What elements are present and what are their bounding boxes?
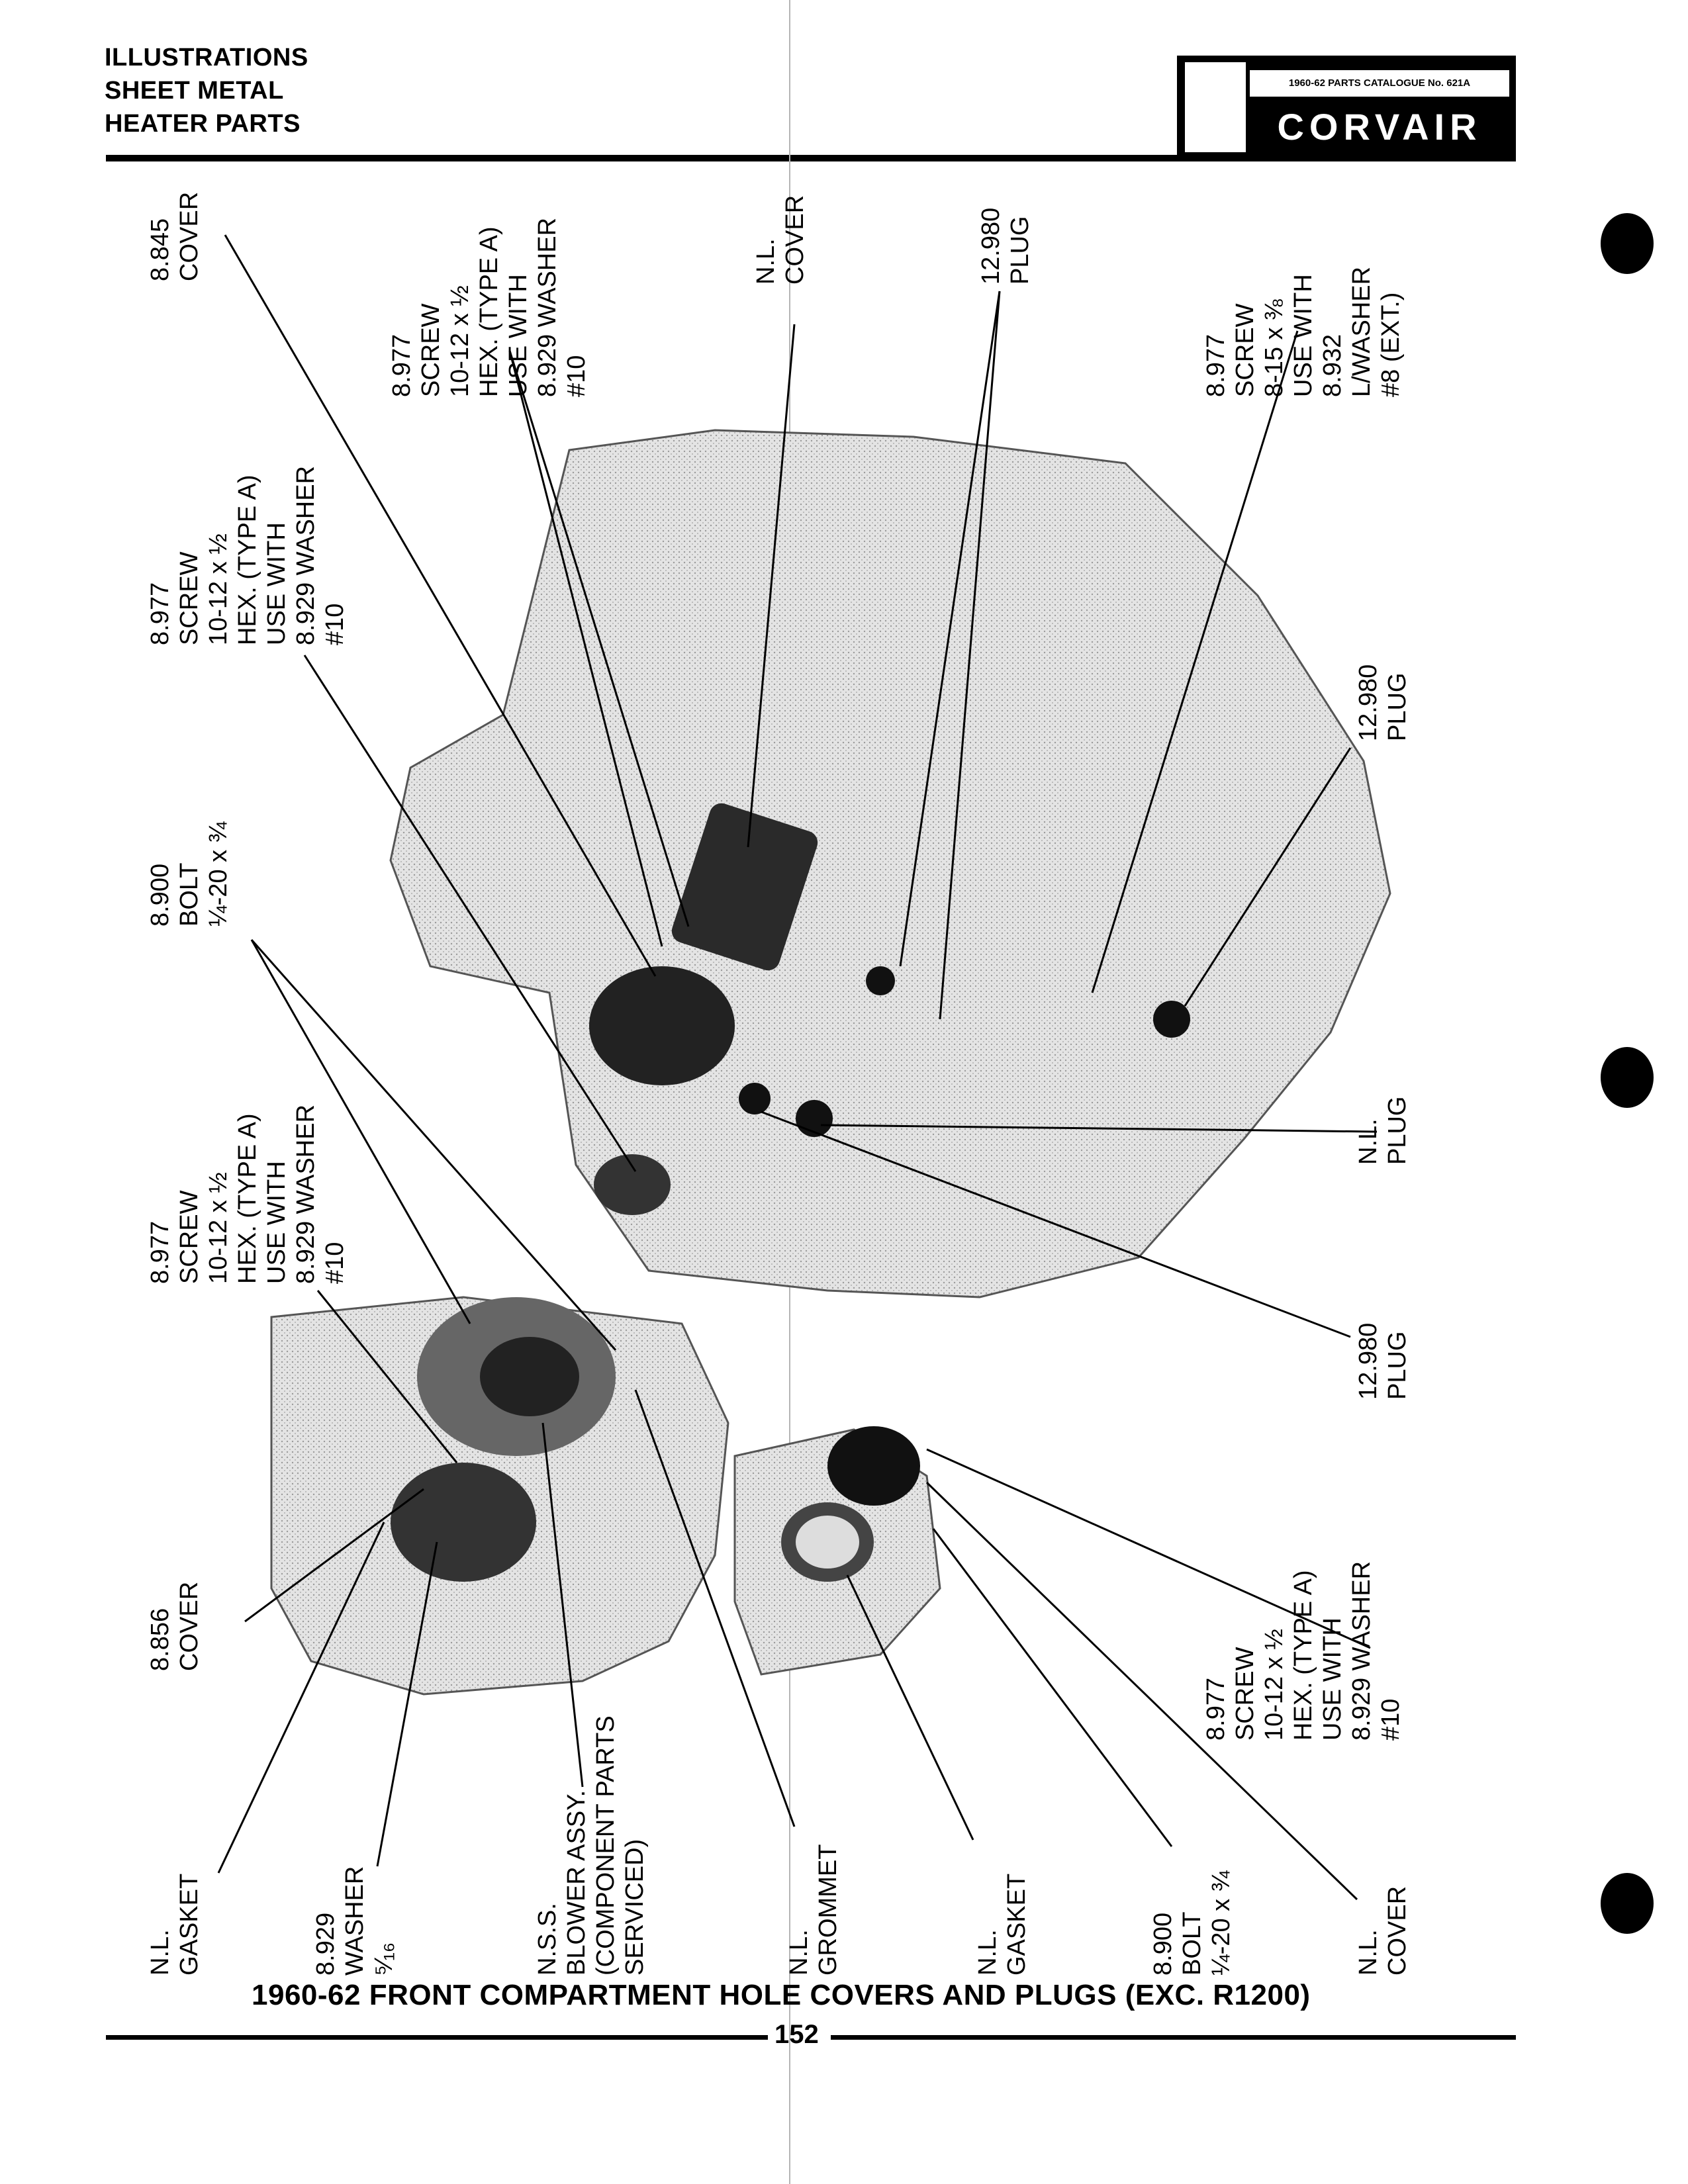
callout-bolt-middle: 8.900 BOLT ¼-20 x ¾ <box>146 821 232 927</box>
plug-part-1 <box>866 966 895 995</box>
punch-hole-bottom <box>1601 1873 1654 1934</box>
corvair-logo: 1960-62 PARTS CATALOGUE No. 621A CORVAIR <box>1177 56 1516 158</box>
callout-screw-middle: 8.977 SCREW 10-12 x ½ HEX. (TYPE A) USE … <box>146 465 349 645</box>
header-rule <box>106 155 1516 161</box>
callout-plug-12980-lower: 12.980 PLUG <box>1354 1322 1411 1400</box>
callout-screw-top-left: 8.977 SCREW 10-12 x ½ HEX. (TYPE A) USE … <box>388 217 590 397</box>
callout-gasket-2: N.L. GASKET <box>974 1873 1031 1976</box>
section-header: ILLUSTRATIONS SHEET METAL HEATER PARTS <box>105 41 308 140</box>
callout-gasket-1: N.L. GASKET <box>146 1873 203 1976</box>
punch-hole-top <box>1601 213 1654 274</box>
blower-motor-part <box>391 1463 536 1582</box>
callout-screw-lower-right: 8.977 SCREW 10-12 x ½ HEX. (TYPE A) USE … <box>1202 1561 1405 1741</box>
callout-grommet: N.L. GROMMET <box>785 1844 842 1976</box>
callout-plug-12980-upper: 12.980 PLUG <box>1354 664 1411 741</box>
callout-cover-nl-top: N.L. COVER <box>752 195 809 285</box>
page-title: 1960-62 FRONT COMPARTMENT HOLE COVERS AN… <box>252 1979 1311 2011</box>
callout-bolt-bottom: 8.900 BOLT ¼-20 x ¾ <box>1149 1870 1235 1976</box>
front-compartment-panel <box>389 429 1391 1298</box>
pennant-icon <box>1185 62 1246 152</box>
callout-plug-nl: N.L. PLUG <box>1354 1096 1411 1165</box>
footer-rule-right <box>831 2035 1516 2040</box>
callout-plug-12980-top: 12.980 PLUG <box>977 207 1034 285</box>
small-cover-part <box>594 1154 671 1215</box>
access-cover-part <box>671 803 818 971</box>
header-line-heater-parts: HEATER PARTS <box>105 110 301 138</box>
callout-cover-8856: 8.856 COVER <box>146 1581 203 1671</box>
page-number: 152 <box>774 2020 819 2049</box>
callout-blower-assy: N.S.S. BLOWER ASSY. (COMPONENT PARTS SER… <box>534 1715 649 1976</box>
footer-rule-left <box>106 2035 768 2040</box>
brand-name: CORVAIR <box>1277 106 1482 148</box>
callout-cover-8845: 8.845 COVER <box>146 191 203 281</box>
callout-screw-top-right: 8.977 SCREW 8-15 x ⅜ USE WITH 8.932 L/WA… <box>1202 266 1405 397</box>
plug-part-4 <box>1153 1001 1190 1038</box>
header-line-illustrations: ILLUSTRATIONS <box>105 44 308 71</box>
callout-cover-bottom: N.L. COVER <box>1354 1886 1411 1976</box>
catalogue-number: 1960-62 PARTS CATALOGUE No. 621A <box>1250 70 1509 97</box>
header-line-sheet-metal: SHEET METAL <box>105 77 284 105</box>
blower-inner <box>480 1337 579 1416</box>
callout-washer: 8.929 WASHER ⁵⁄₁₆ <box>312 1866 398 1976</box>
heater-cover-part <box>589 966 735 1085</box>
round-cover-part <box>827 1426 920 1506</box>
punch-hole-middle <box>1601 1047 1654 1108</box>
plug-part-2 <box>739 1083 771 1115</box>
callout-screw-lower-left: 8.977 SCREW 10-12 x ½ HEX. (TYPE A) USE … <box>146 1104 349 1284</box>
gasket-ring-inner <box>796 1516 859 1569</box>
